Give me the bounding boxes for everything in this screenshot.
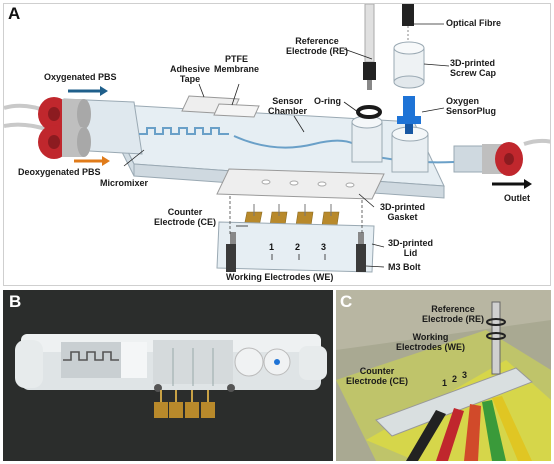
photo-electrode-pads: [154, 390, 215, 418]
optical-fibre: [402, 4, 414, 44]
label-reference-electrode: Reference Electrode (RE): [286, 36, 349, 56]
screw-cap: [393, 41, 425, 89]
label-ptfe-membrane: PTFE Membrane: [214, 54, 260, 74]
photo-inlet-block: [15, 340, 43, 388]
label-outlet: Outlet: [504, 193, 530, 203]
o-ring: [356, 105, 382, 119]
exploded-device-drawing: [4, 4, 550, 273]
ptfe-membrane: [213, 103, 260, 118]
label-oxygen-sensorplug: Oxygen SensorPlug: [446, 96, 497, 116]
label-c-we-2: 2: [452, 374, 458, 384]
label-deoxygenated-pbs: Deoxygenated PBS: [18, 167, 101, 177]
label-c-we-1: 1: [442, 378, 448, 388]
outlet-arrow: [492, 179, 532, 189]
reference-electrode: [363, 4, 376, 90]
label-c-reference-electrode: Reference Electrode (RE): [422, 304, 485, 324]
inlet-cap-bottom: [38, 125, 91, 159]
label-o-ring: O-ring: [314, 96, 341, 106]
inlet-cap-top: [38, 97, 91, 131]
oxygenated-arrow: [68, 86, 108, 96]
label-working-electrodes: Working Electrodes (WE): [226, 272, 334, 282]
label-lid: 3D-printed Lid: [388, 238, 433, 258]
photo-c-device: [375, 367, 533, 437]
setup-photo-drawing: [336, 301, 551, 461]
panel-a-letter: A: [8, 4, 21, 23]
label-micromixer: Micromixer: [100, 178, 149, 188]
photo-membrane: [121, 342, 147, 378]
panel-c-setup-photo: C Reference Electrode (RE) Working Elect…: [336, 290, 551, 461]
label-counter-electrode: Counter Electrode (CE): [154, 207, 217, 227]
m3-bolts: [226, 232, 366, 272]
label-sensor-chamber: Sensor Chamber: [268, 96, 308, 116]
label-we-2: 2: [295, 242, 301, 252]
panel-c-letter: C: [340, 292, 353, 311]
deoxygenated-arrow: [74, 156, 110, 166]
outlet-tubing: [523, 138, 550, 146]
device-photo-drawing: [15, 334, 327, 418]
label-screw-cap: 3D-printed Screw Cap: [450, 58, 497, 78]
sensor-chamber-port: [351, 115, 383, 163]
lid: [216, 221, 375, 273]
photo-outlet: [299, 346, 327, 380]
photo-c-clips: [406, 396, 532, 461]
label-we-1: 1: [269, 242, 275, 252]
label-optical-fibre: Optical Fibre: [446, 18, 502, 28]
outlet-cap: [453, 142, 523, 176]
photo-re-port: [234, 347, 264, 377]
panel-b-device-photo: B: [3, 290, 333, 461]
gasket: [216, 168, 385, 200]
micromixer-channel: [139, 127, 229, 135]
label-oxygenated-pbs: Oxygenated PBS: [44, 72, 117, 82]
label-c-we-3: 3: [462, 370, 468, 380]
label-adhesive-tape: Adhesive Tape: [170, 64, 211, 84]
panel-a-exploded-schematic: A Optical Fibre Reference Electrode (RE)…: [3, 3, 551, 286]
oxygen-sensorplug: [397, 96, 421, 134]
label-c-counter-electrode: Counter Electrode (CE): [346, 366, 409, 386]
panel-b-letter: B: [9, 292, 22, 311]
label-m3-bolt: M3 Bolt: [388, 262, 421, 272]
label-we-3: 3: [321, 242, 327, 252]
label-gasket: 3D-printed Gasket: [380, 202, 425, 222]
label-c-working-electrodes: Working Electrodes (WE): [396, 332, 466, 352]
